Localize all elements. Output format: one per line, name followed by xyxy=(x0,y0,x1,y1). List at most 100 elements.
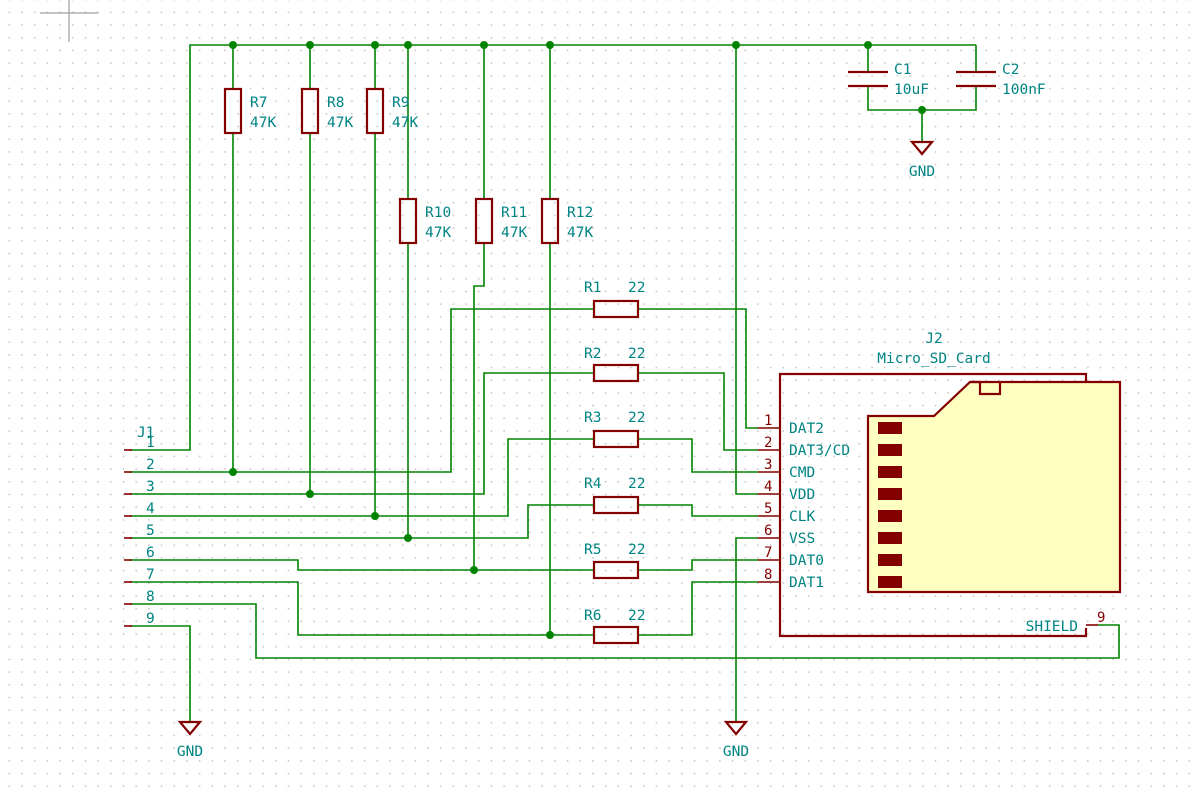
resistor-body xyxy=(592,363,640,383)
r4-value: 22 xyxy=(628,476,645,492)
r1-value: 22 xyxy=(628,280,645,296)
junction-dot xyxy=(918,106,926,114)
r8-ref: R8 xyxy=(327,95,344,111)
resistor-r9[interactable]: R9 47K xyxy=(365,87,418,135)
r9-value: 47K xyxy=(392,115,418,131)
resistor-r11[interactable]: R11 47K xyxy=(474,197,527,245)
connector-j1[interactable]: J1 1 2 3 4 5 6 7 8 9 xyxy=(124,425,155,627)
j1-pin-number: 1 xyxy=(146,435,155,451)
junction-dot xyxy=(371,41,379,49)
r3-ref: R3 xyxy=(584,410,601,426)
j2-ref: J2 xyxy=(925,331,942,347)
resistor-body xyxy=(592,299,640,319)
r6-ref: R6 xyxy=(584,608,601,624)
c1-ref: C1 xyxy=(894,62,911,78)
junction-dot xyxy=(404,534,412,542)
resistor-body xyxy=(592,429,640,449)
resistor-r1[interactable]: R1 22 xyxy=(584,280,645,319)
resistor-r2[interactable]: R2 22 xyxy=(584,346,645,383)
resistor-r10[interactable]: R10 47K xyxy=(398,197,451,245)
junction-dot xyxy=(732,41,740,49)
resistor-r5[interactable]: R5 22 xyxy=(584,542,645,580)
resistor-r8[interactable]: R8 47K xyxy=(300,87,353,135)
resistor-r4[interactable]: R4 22 xyxy=(584,476,645,515)
resistor-body xyxy=(540,197,560,245)
wire-j1-6 xyxy=(130,559,594,571)
j2-pin-number: 3 xyxy=(764,457,772,473)
r11-value: 47K xyxy=(501,225,527,241)
junction-dot xyxy=(371,512,379,520)
gnd-symbol-j1[interactable]: GND xyxy=(177,720,203,760)
resistor-body xyxy=(592,495,640,515)
capacitor-c2[interactable]: C2 100nF xyxy=(956,62,1046,98)
wire-j1-2 xyxy=(130,308,594,473)
gnd-label: GND xyxy=(723,744,749,760)
r5-value: 22 xyxy=(628,542,645,558)
r1-ref: R1 xyxy=(584,280,601,296)
j1-pin-stubs xyxy=(124,449,132,627)
capacitor-c1[interactable]: C1 10uF xyxy=(848,62,929,98)
junctions xyxy=(229,41,926,639)
j1-pin-number: 2 xyxy=(146,457,155,473)
j2-pin-number: 8 xyxy=(764,567,772,583)
wire-j1-3 xyxy=(130,372,594,495)
sd-card-contacts xyxy=(878,422,902,588)
resistor-r6[interactable]: R6 22 xyxy=(584,608,645,645)
wire-j1-8 xyxy=(130,603,1120,659)
r2-ref: R2 xyxy=(584,346,601,362)
r10-value: 47K xyxy=(425,225,451,241)
wire-r11-down xyxy=(473,243,485,570)
r2-value: 22 xyxy=(628,346,645,362)
r8-value: 47K xyxy=(327,115,353,131)
gnd-symbol-vss[interactable]: GND xyxy=(723,720,749,760)
wire-r1-dat2 xyxy=(638,308,758,429)
j1-pin-number: 4 xyxy=(146,501,155,517)
wire-j1-9 xyxy=(130,625,191,722)
r10-ref: R10 xyxy=(425,205,451,221)
j2-pin-number: 5 xyxy=(764,501,772,517)
junction-dot xyxy=(480,41,488,49)
r12-ref: R12 xyxy=(567,205,593,221)
sd-card-icon xyxy=(866,380,1122,594)
j1-pin-number: 6 xyxy=(146,545,155,561)
junction-dot xyxy=(404,41,412,49)
connector-j2[interactable]: J2 Micro_SD_Card xyxy=(758,331,1122,638)
j1-pin-number: 3 xyxy=(146,479,155,495)
c2-ref: C2 xyxy=(1002,62,1019,78)
j2-pin-name: CMD xyxy=(789,465,815,481)
resistor-r3[interactable]: R3 22 xyxy=(584,410,645,449)
j2-pin-name: DAT3/CD xyxy=(789,443,850,459)
junction-dot xyxy=(229,468,237,476)
c2-value: 100nF xyxy=(1002,82,1046,98)
j2-shield-pin-number: 9 xyxy=(1097,610,1105,626)
resistor-r7[interactable]: R7 47K xyxy=(223,87,276,135)
resistor-r12[interactable]: R12 47K xyxy=(540,197,593,245)
resistor-body xyxy=(223,87,243,135)
wires xyxy=(130,44,1120,722)
wire-j1-7 xyxy=(130,581,594,636)
j1-ref: J1 xyxy=(137,425,154,441)
resistor-body xyxy=(592,560,640,580)
wire-r4-clk xyxy=(638,504,758,517)
r6-value: 22 xyxy=(628,608,645,624)
wire-j1-5 xyxy=(130,504,594,539)
wire-r5-dat0 xyxy=(638,559,758,571)
c1-value: 10uF xyxy=(894,82,929,98)
j2-shield-name: SHIELD xyxy=(1026,619,1078,635)
junction-dot xyxy=(864,41,872,49)
j2-pin-number: 6 xyxy=(764,523,772,539)
gnd-label: GND xyxy=(177,744,203,760)
j2-pin-number: 7 xyxy=(764,545,772,561)
j2-body-outline xyxy=(778,372,1088,638)
gnd-symbol-caps[interactable]: GND xyxy=(909,140,935,180)
j1-pin-number: 8 xyxy=(146,589,155,605)
r7-value: 47K xyxy=(250,115,276,131)
j1-pin-number: 7 xyxy=(146,567,155,583)
ground-icon xyxy=(909,140,935,156)
resistor-body xyxy=(398,197,418,245)
resistor-body xyxy=(300,87,320,135)
r3-value: 22 xyxy=(628,410,645,426)
sd-card-notch xyxy=(970,380,1002,396)
j2-pin-stubs xyxy=(758,427,1098,626)
